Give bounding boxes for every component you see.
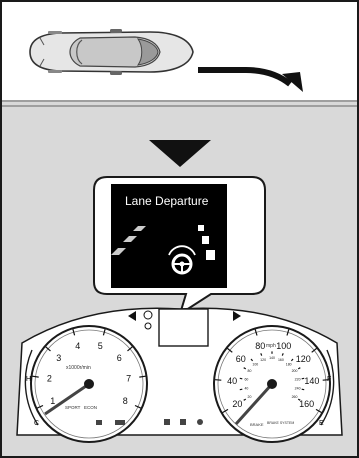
speed-inner-tick-mark-7 — [282, 353, 283, 355]
tach-tick-3: 4 — [75, 341, 80, 351]
tach-tick-2: 3 — [56, 353, 61, 363]
tach-tick-4: 5 — [98, 341, 103, 351]
speed-tick-4: 100 — [276, 341, 291, 351]
popup-title: Lane Departure — [125, 194, 209, 208]
fuel-empty-label: E — [319, 420, 324, 427]
sport-indicator-label: SPORT — [65, 405, 81, 410]
speed-unit-label: mph — [266, 343, 276, 349]
speed-inner-tick-mark-10 — [302, 378, 305, 379]
tach-tick-7: 8 — [123, 396, 128, 406]
temp-hot-label: H — [26, 376, 31, 383]
speed-inner-tick-8: 180 — [286, 362, 292, 366]
tach-tick-6: 7 — [126, 374, 131, 384]
speed-tick-3: 80 — [255, 341, 265, 351]
speed-tick-mark-6 — [323, 380, 329, 381]
speed-inner-tick-4: 100 — [252, 362, 258, 366]
speed-inner-tick-7: 160 — [278, 358, 284, 362]
speed-inner-tick-mark-2 — [240, 378, 243, 379]
speed-tick-1: 40 — [227, 376, 237, 386]
tachometer — [31, 326, 147, 442]
speed-inner-tick-10: 220 — [295, 378, 301, 382]
speed-inner-tick-mark-11 — [302, 389, 305, 390]
cluster-display-position — [159, 309, 208, 346]
speed-tick-6: 140 — [304, 376, 319, 386]
speed-inner-tick-3: 80 — [248, 369, 252, 373]
speed-inner-tick-2: 60 — [244, 378, 248, 382]
speed-inner-tick-1: 40 — [244, 387, 248, 391]
tach-unit-label: x1000r/min — [66, 365, 91, 371]
speed-inner-tick-5: 120 — [260, 358, 266, 362]
econ-indicator-label: ECON — [84, 405, 97, 410]
speed-tick-5: 120 — [296, 354, 311, 364]
brake-system-indicator-label: BRAKE SYSTEM — [267, 421, 294, 425]
speed-inner-tick-0: 20 — [248, 395, 252, 399]
speed-tick-0: 20 — [232, 399, 242, 409]
brake-indicator-label: BRAKE — [250, 422, 264, 427]
speed-inner-tick-mark-5 — [261, 353, 262, 355]
tach-tick-1: 2 — [47, 374, 52, 384]
tach-tick-0: 1 — [50, 396, 55, 406]
speed-tick-2: 60 — [236, 354, 246, 364]
speed-inner-tick-9: 200 — [292, 369, 298, 373]
car-icon — [30, 29, 193, 75]
tach-tick-5: 6 — [117, 353, 122, 363]
speed-inner-tick-mark-1 — [240, 389, 243, 390]
speed-tick-7: 160 — [299, 399, 314, 409]
speed-inner-tick-6: 140 — [269, 356, 275, 360]
speed-tick-mark-1 — [215, 380, 221, 381]
speed-inner-tick-11: 240 — [295, 387, 301, 391]
speed-inner-tick-12: 260 — [292, 395, 298, 399]
temp-cold-label: C — [34, 420, 39, 427]
